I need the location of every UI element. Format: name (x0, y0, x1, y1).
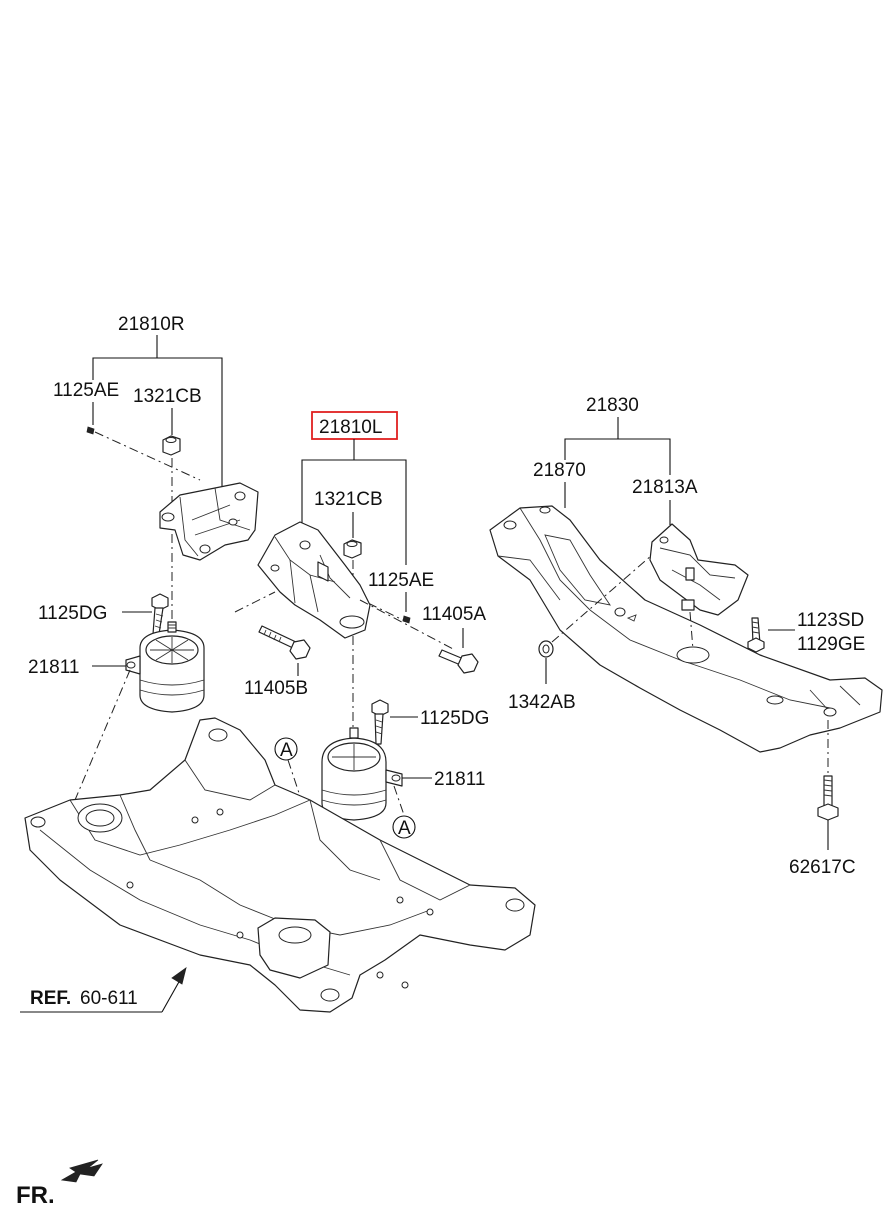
label-1125dg-left[interactable]: 1125DG (38, 603, 107, 624)
label-21813a[interactable]: 21813A (632, 477, 698, 498)
bolt-1125dg-mid (371, 699, 389, 745)
leader-21810l-branch (301, 459, 407, 565)
label-fr[interactable]: FR. (16, 1182, 55, 1209)
label-1125ae-mid[interactable]: 1125AE (368, 570, 434, 591)
bolt-1125dg-left (151, 593, 169, 635)
ref-arrowhead (171, 967, 187, 985)
axis-11405a (359, 599, 456, 651)
label-1342ab[interactable]: 1342AB (508, 692, 576, 713)
member-21830-group: 21830 21870 21813A (489, 395, 883, 878)
bracket-21810r-group: 21810R 1125AE 1321CB (53, 314, 259, 620)
label-21830[interactable]: 21830 (586, 395, 639, 416)
leader-21830-branch (564, 438, 671, 475)
label-21810r[interactable]: 21810R (118, 314, 185, 335)
label-21870[interactable]: 21870 (533, 460, 586, 481)
subframe-mount-center (257, 917, 331, 979)
label-1129ge[interactable]: 1129GE (797, 634, 865, 655)
front-direction-marker: FR. (16, 1159, 103, 1209)
axis-1125ae-left (94, 431, 201, 481)
washer-1342ab (538, 640, 554, 658)
leader-21810r-branch (92, 357, 223, 500)
member-21870 (489, 505, 883, 753)
bracket-21810r (159, 482, 259, 561)
label-11405b[interactable]: 11405B (244, 678, 308, 699)
label-11405a[interactable]: 11405A (422, 604, 486, 625)
label-1321cb-left[interactable]: 1321CB (133, 386, 202, 407)
bolt-11405a (438, 649, 479, 674)
label-1123sd[interactable]: 1123SD (797, 610, 864, 631)
bolt-62617c (817, 775, 839, 821)
axis-21813a (689, 611, 694, 651)
bracket-21813a (649, 523, 749, 616)
insulator-left-group: 1125DG 21811 (28, 593, 205, 801)
insulator-21811-left (125, 621, 205, 713)
subframe: A (24, 717, 536, 1013)
label-62617c[interactable]: 62617C (789, 857, 856, 878)
insulator-21811-mid (321, 727, 403, 821)
front-arrow-icon (60, 1159, 103, 1183)
nut-1321cb-left (162, 435, 181, 456)
label-1321cb-mid[interactable]: 1321CB (314, 489, 383, 510)
label-21811-mid[interactable]: 21811 (434, 769, 485, 790)
nut-1321cb-mid (343, 539, 362, 559)
ref-callout: REF. 60-611 (20, 967, 187, 1013)
axis-1342ab (551, 554, 653, 643)
label-21811-left[interactable]: 21811 (28, 657, 79, 678)
bolt-1125ae-left (86, 426, 95, 435)
callout-a-bottom-circle (392, 815, 416, 839)
bolt-1123sd (747, 617, 765, 653)
axis-insulator-left (74, 669, 131, 801)
bolt-11405b (258, 625, 311, 660)
ref-number[interactable]: 60-611 (80, 988, 138, 1009)
axis-insulator-mid (393, 785, 405, 816)
callout-a-top-circle (274, 737, 298, 761)
callout-a-bottom[interactable]: A (398, 818, 411, 839)
bolt-1125ae-mid (402, 615, 411, 624)
subframe-outline (24, 717, 536, 1013)
insulator-mid-group: 1125DG 21811 A (321, 699, 489, 839)
label-1125ae-left[interactable]: 1125AE (53, 380, 119, 401)
bracket-21810l (257, 521, 371, 639)
ref-prefix[interactable]: REF. (30, 988, 71, 1009)
bracket-21810l-group: 21810L 1321CB 1125AE (234, 411, 486, 735)
label-21810l[interactable]: 21810L (319, 417, 382, 438)
axis-11405b (234, 591, 276, 613)
label-1125dg-mid[interactable]: 1125DG (420, 708, 489, 729)
callout-a-top[interactable]: A (280, 740, 293, 761)
ref-leader (161, 979, 181, 1013)
